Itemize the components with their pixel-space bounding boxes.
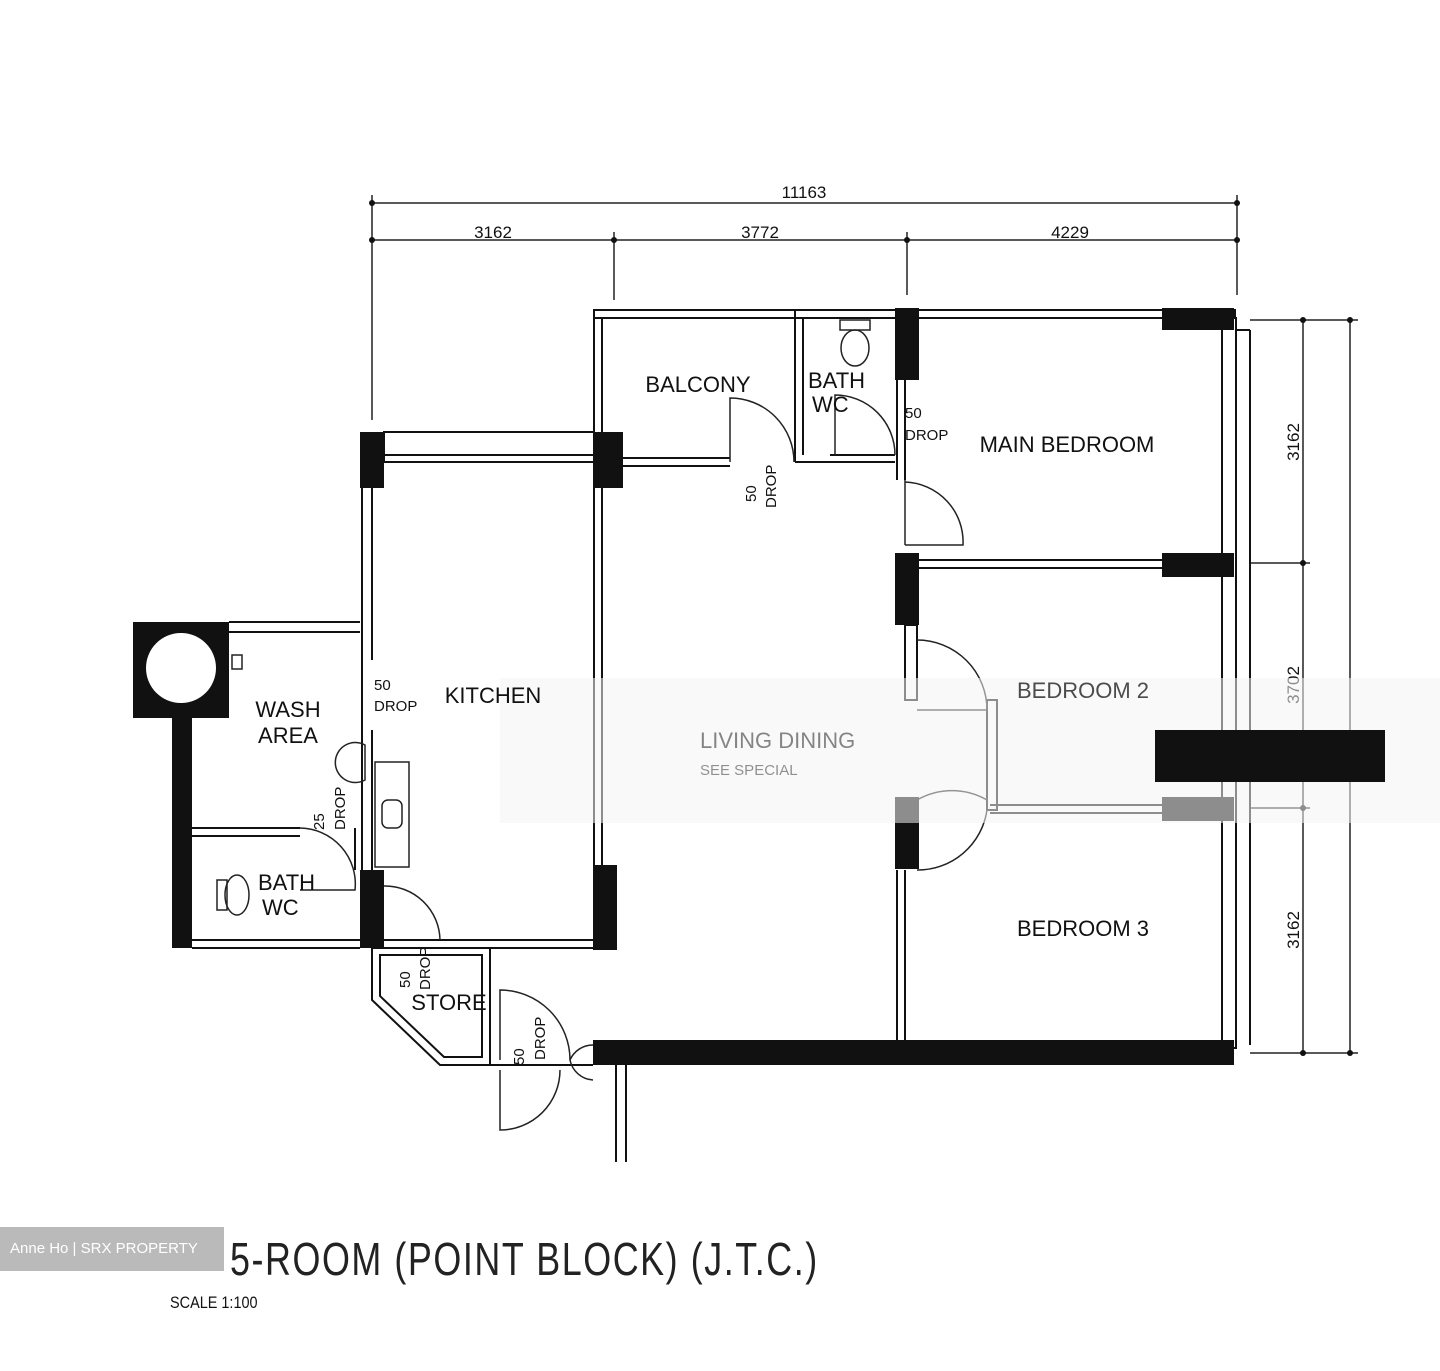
label-store: STORE xyxy=(411,990,486,1015)
dim-right-3: 3162 xyxy=(1284,911,1303,949)
dim-total: 11163 xyxy=(782,183,827,202)
basin-icon xyxy=(334,741,366,784)
drop-value: 50 xyxy=(905,405,922,422)
dim-seg-2: 3772 xyxy=(741,223,779,242)
drop-value: 25 xyxy=(311,813,328,830)
label-kitchen: KITCHEN xyxy=(445,683,542,708)
drop-label: DROP xyxy=(417,947,434,990)
sink-icon xyxy=(374,761,410,868)
label-bath-top-1: BATH xyxy=(808,368,865,393)
toilet-icon-2 xyxy=(224,874,250,916)
drop-value: 50 xyxy=(743,485,760,502)
drop-label: DROP xyxy=(374,698,417,715)
label-bath-bottom-1: BATH xyxy=(258,870,315,895)
drop-label: DROP xyxy=(532,1017,549,1060)
drop-labels: 50 DROP 50 DROP 50 DROP 25 DROP 50 DROP … xyxy=(311,405,948,1065)
label-wash-2: AREA xyxy=(258,723,318,748)
dim-seg-3: 4229 xyxy=(1051,223,1089,242)
room-labels: BALCONY BATH WC MAIN BEDROOM KITCHEN BED… xyxy=(255,368,1154,1015)
toilet-tank-icon xyxy=(839,319,871,331)
drop-value: 50 xyxy=(374,677,391,694)
label-bath-top-2: WC xyxy=(812,392,849,417)
label-bedroom-2: BEDROOM 2 xyxy=(1017,678,1149,703)
redaction-bar xyxy=(1155,730,1385,782)
toilet-icon xyxy=(840,329,870,367)
drop-value: 50 xyxy=(511,1048,528,1065)
label-bedroom-3: BEDROOM 3 xyxy=(1017,916,1149,941)
drop-label: DROP xyxy=(332,787,349,830)
doors xyxy=(299,394,988,1131)
walls-solid xyxy=(133,308,1234,1064)
label-balcony: BALCONY xyxy=(645,372,750,397)
refuse-chute-icon xyxy=(146,633,216,703)
watermark: Anne Ho | SRX PROPERTY xyxy=(0,1227,224,1271)
drop-value: 50 xyxy=(397,971,414,988)
label-living: LIVING DINING xyxy=(700,728,855,753)
drop-label: DROP xyxy=(763,465,780,508)
fixtures xyxy=(216,319,871,916)
top-dimensions: 11163 3162 3772 4229 xyxy=(369,183,1240,420)
label-main-bedroom: MAIN BEDROOM xyxy=(980,432,1155,457)
dim-seg-1: 3162 xyxy=(474,223,512,242)
label-wash-1: WASH xyxy=(255,697,320,722)
plan-scale: SCALE 1:100 xyxy=(170,1293,258,1312)
label-living-sub: SEE SPECIAL xyxy=(700,762,798,779)
label-bath-bottom-2: WC xyxy=(262,895,299,920)
dim-right-1: 3162 xyxy=(1284,423,1303,461)
plan-title: 5-ROOM (POINT BLOCK) (J.T.C.) xyxy=(230,1233,819,1285)
drop-label: DROP xyxy=(905,427,948,444)
